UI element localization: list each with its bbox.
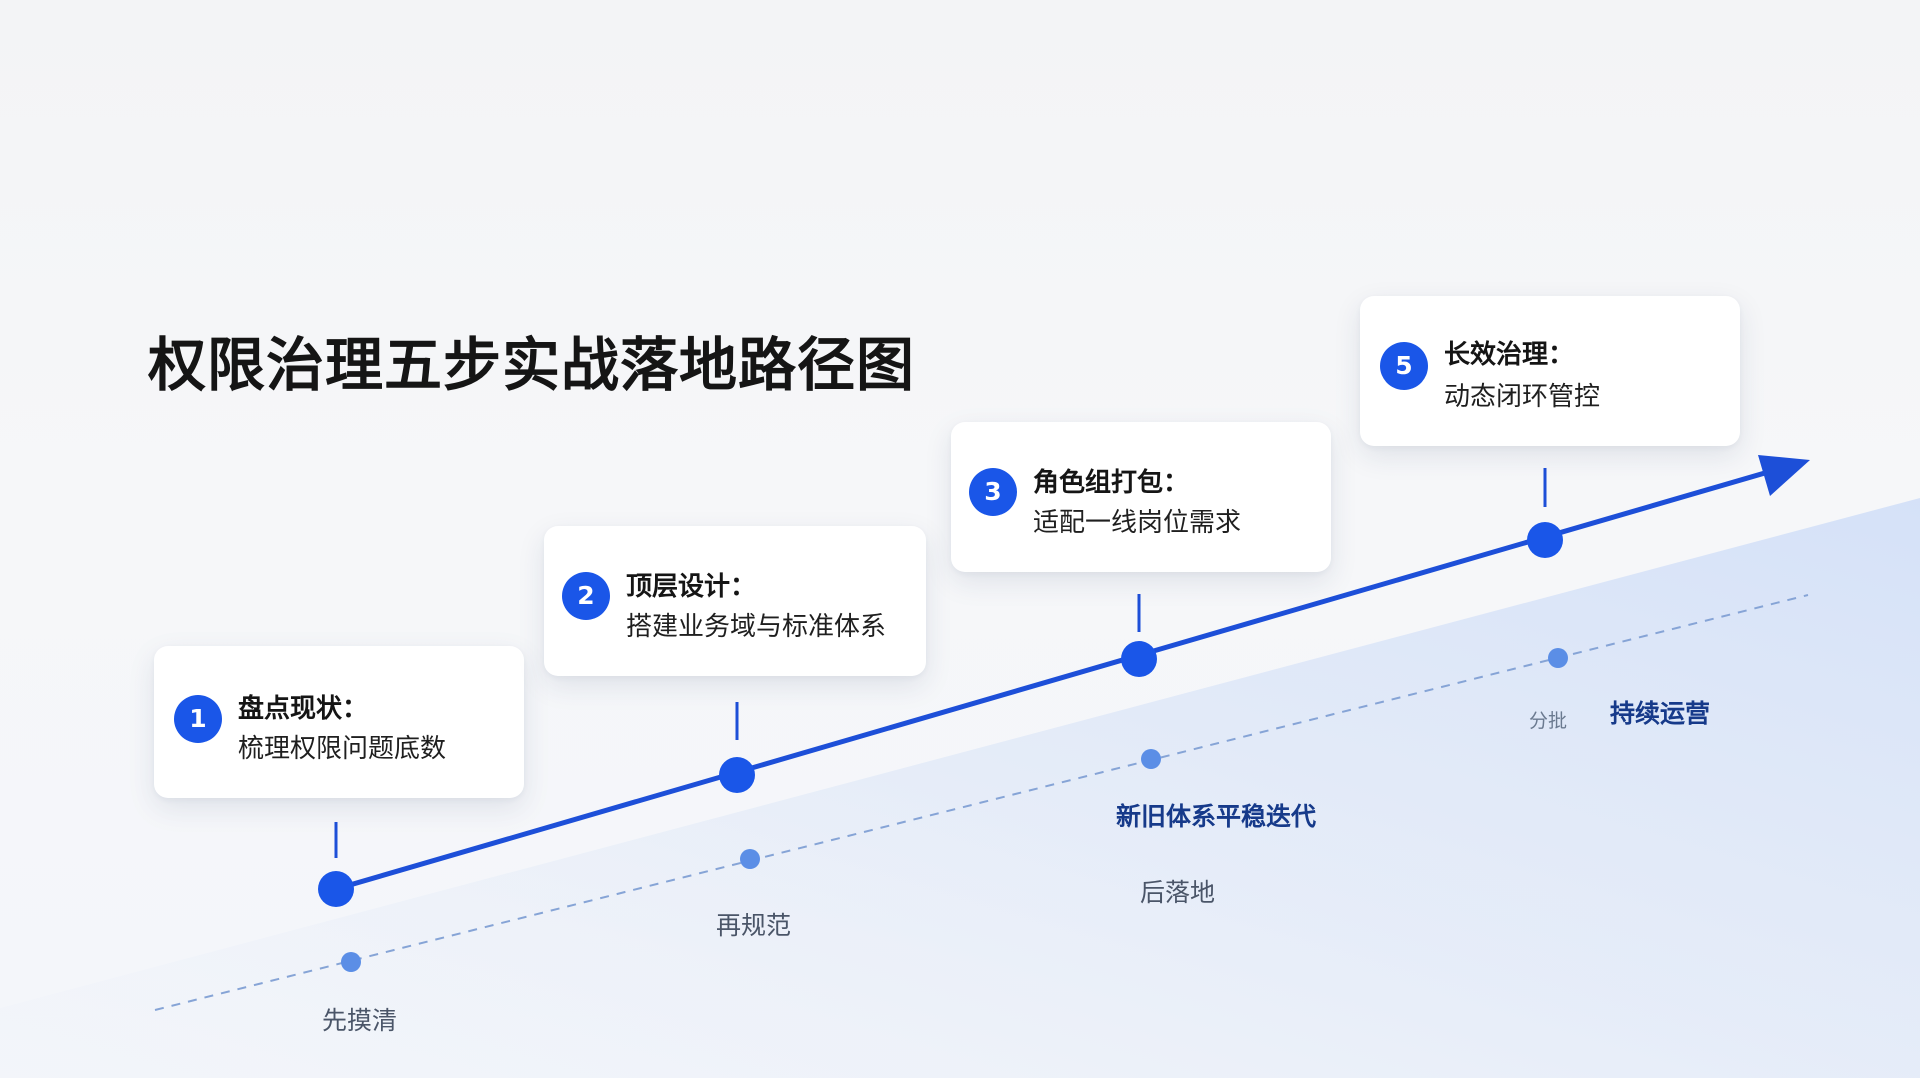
step-title-3: 角色组打包：: [1033, 468, 1190, 498]
phase-label-5a: 分批: [1529, 710, 1568, 732]
step-card-2: 2 顶层设计： 搭建业务域与标准体系: [544, 526, 926, 676]
arrow-head-icon: [1758, 455, 1810, 496]
step-desc-1: 梳理权限问题底数: [238, 734, 447, 764]
step-badge-1: 1: [174, 695, 222, 743]
track-dot-1: [341, 952, 361, 972]
step-title-5: 长效治理：: [1444, 340, 1575, 370]
milestone-node-2: [719, 757, 755, 793]
phase-label-3: 后落地: [1140, 878, 1216, 907]
step-desc-5: 动态闭环管控: [1444, 382, 1601, 412]
step-desc-3: 适配一线岗位需求: [1033, 508, 1242, 538]
step-title-2: 顶层设计：: [626, 572, 757, 602]
step-desc-2: 搭建业务域与标准体系: [626, 612, 887, 642]
phase-label-4: 新旧体系平稳迭代: [1116, 802, 1317, 831]
milestone-node-1: [318, 871, 354, 907]
milestone-node-3: [1121, 641, 1157, 677]
track-dot-4: [1548, 648, 1568, 668]
page-title: 权限治理五步实战落地路径图: [148, 331, 916, 399]
step-card-5: 5 长效治理： 动态闭环管控: [1360, 296, 1740, 446]
step-badge-3: 3: [969, 468, 1017, 516]
step-badge-5: 5: [1380, 342, 1428, 390]
step-card-1: 1 盘点现状： 梳理权限问题底数: [154, 646, 524, 798]
phase-label-5b: 持续运营: [1610, 699, 1711, 728]
phase-label-2: 再规范: [716, 911, 792, 940]
track-dot-3: [1141, 749, 1161, 769]
dashed-track: [154, 594, 1809, 1011]
milestone-node-4: [1527, 522, 1563, 558]
track-dot-2: [740, 849, 760, 869]
step-badge-2: 2: [562, 572, 610, 620]
step-card-3: 3 角色组打包： 适配一线岗位需求: [951, 422, 1331, 572]
phase-label-1: 先摸清: [322, 1006, 398, 1035]
background-band: [0, 498, 1920, 1078]
step-title-1: 盘点现状：: [238, 694, 369, 724]
